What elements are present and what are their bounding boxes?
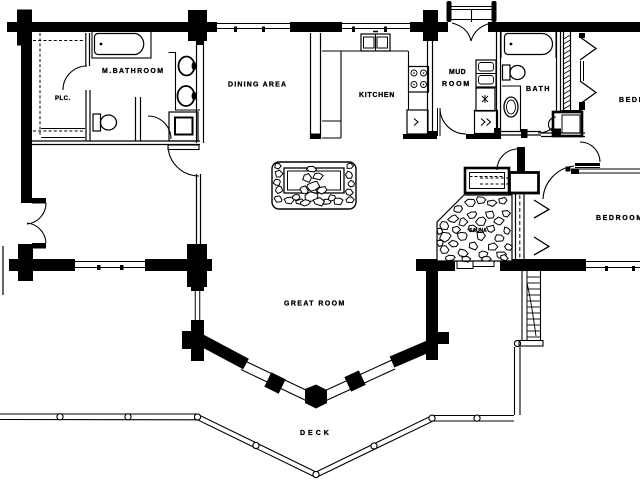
svg-text:DECK: DECK	[300, 430, 332, 437]
svg-text:M.BATHROOM: M.BATHROOM	[102, 68, 164, 75]
svg-text:MUD: MUD	[449, 69, 466, 76]
svg-text:GREAT ROOM: GREAT ROOM	[284, 301, 346, 308]
svg-text:BEDROOM: BEDROOM	[596, 215, 640, 222]
svg-text:DINING AREA: DINING AREA	[228, 82, 287, 89]
svg-text:KITCHEN: KITCHEN	[359, 92, 395, 99]
svg-text:BATH: BATH	[526, 86, 551, 93]
svg-text:SAUNA: SAUNA	[469, 228, 487, 234]
svg-text:ROOM: ROOM	[442, 81, 471, 88]
svg-text:BEDROOM: BEDROOM	[619, 97, 640, 104]
svg-text:PLC.: PLC.	[55, 96, 71, 102]
